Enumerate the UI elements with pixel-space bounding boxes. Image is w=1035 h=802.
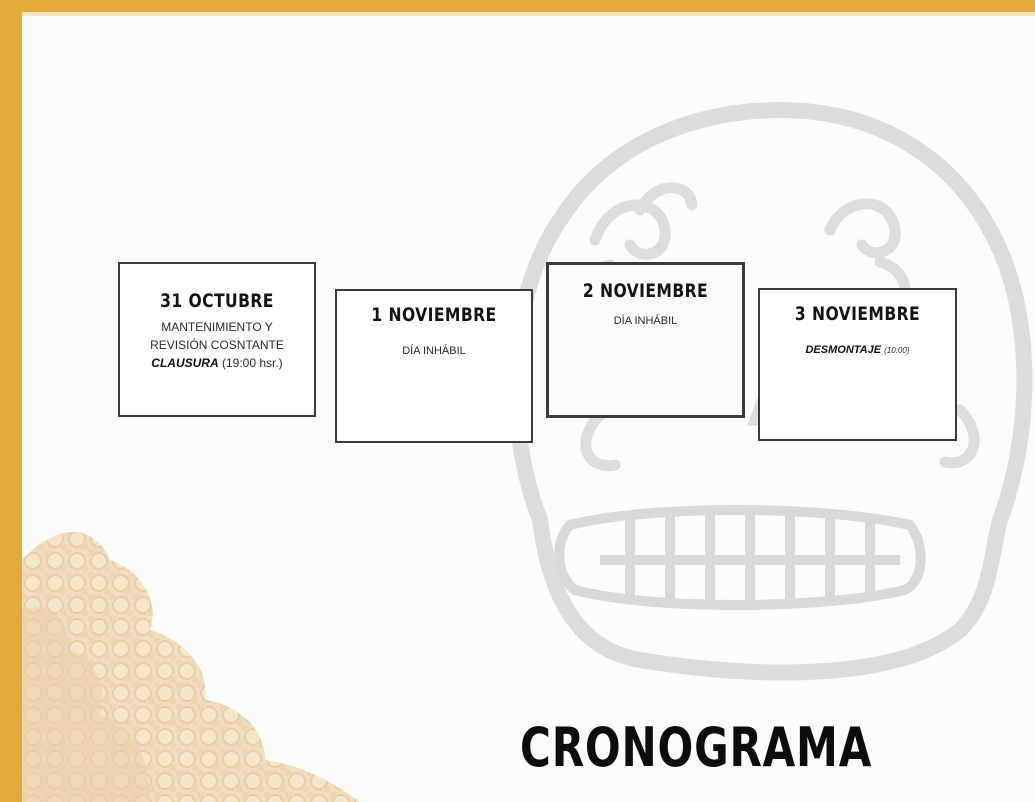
event-time: (10:00) xyxy=(884,346,910,355)
card-date: 31 OCTUBRE xyxy=(160,290,274,312)
card-line: DÍA INHÁBIL xyxy=(613,315,678,327)
page-title: CRONOGRAMA xyxy=(520,716,873,779)
frame-left-border xyxy=(0,0,22,802)
card-date: 1 NOVIEMBRE xyxy=(371,304,497,326)
card-line: REVISIÓN COSNTANTE xyxy=(150,338,284,352)
closing-label: CLAUSURA xyxy=(151,356,219,370)
card-line: MANTENIMIENTO Y xyxy=(161,320,273,334)
frame-top-border xyxy=(0,0,1035,12)
event-label: DESMONTAJE xyxy=(805,344,882,356)
closing-time: (19:00 hsr.) xyxy=(221,356,283,370)
schedule-card-3-noviembre: 3 NOVIEMBRE DESMONTAJE (10:00) xyxy=(758,288,957,441)
closing-line: CLAUSURA (19:00 hsr.) xyxy=(120,354,314,372)
card-line: DÍA INHÁBIL xyxy=(402,345,466,357)
card-date: 2 NOVIEMBRE xyxy=(582,280,709,302)
frame-inner-line xyxy=(22,12,1035,16)
card-line: DESMONTAJE (10:00) xyxy=(760,341,955,360)
schedule-card-1-noviembre: 1 NOVIEMBRE DÍA INHÁBIL xyxy=(335,289,533,443)
card-date: 3 NOVIEMBRE xyxy=(794,303,921,325)
schedule-card-2-noviembre: 2 NOVIEMBRE DÍA INHÁBIL xyxy=(546,262,745,418)
schedule-card-31-octubre: 31 OCTUBRE MANTENIMIENTO Y REVISIÓN COSN… xyxy=(118,262,316,417)
